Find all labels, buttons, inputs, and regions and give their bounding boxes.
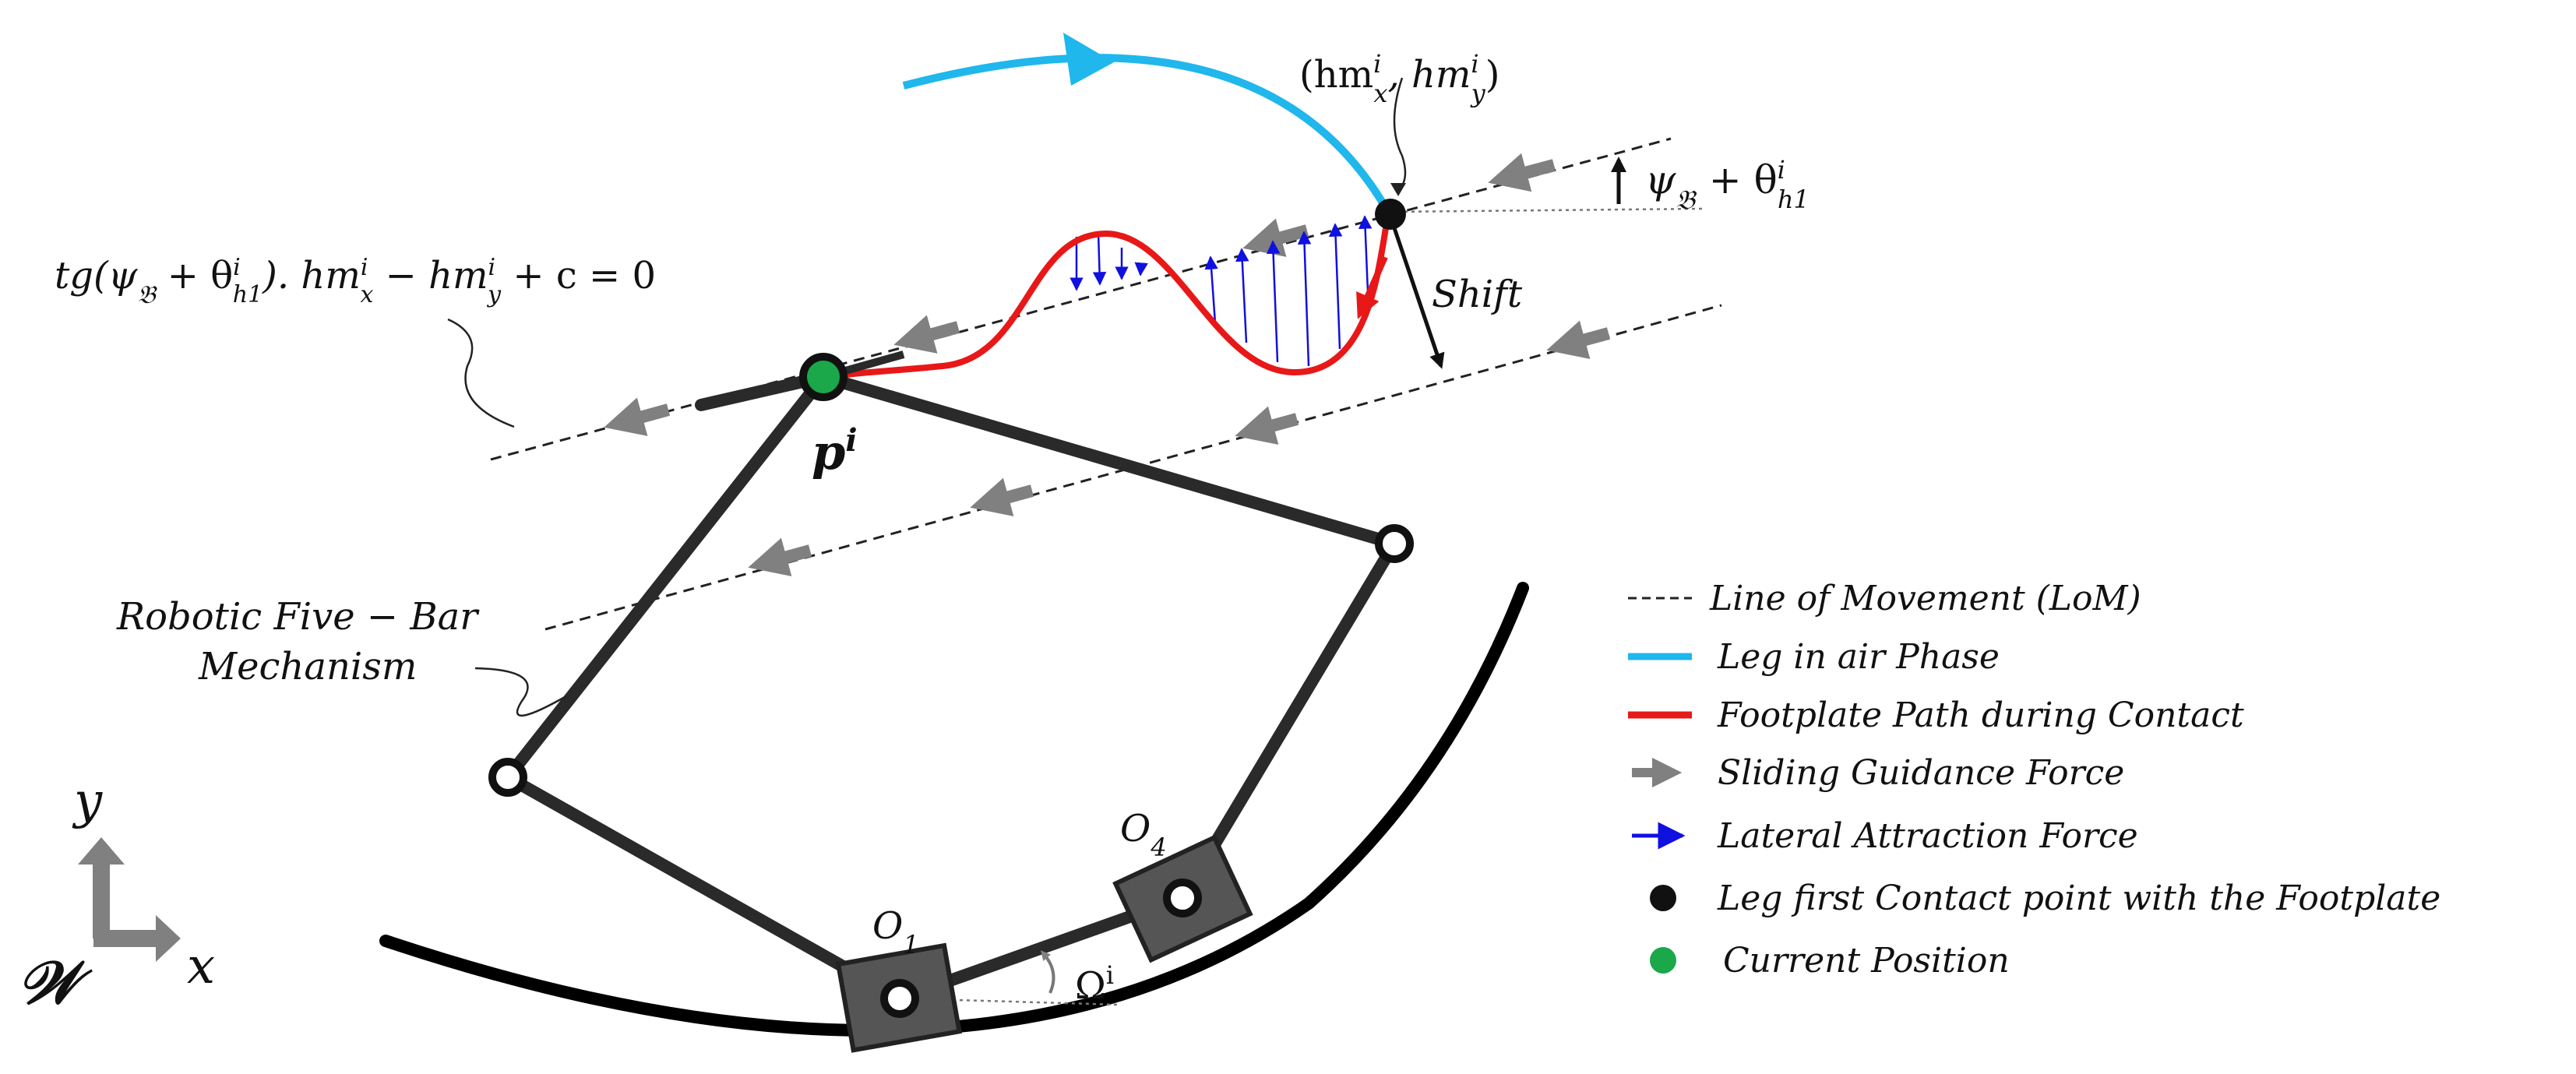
- omega-label: Ωi: [1075, 960, 1114, 1008]
- air-direction-arrowhead: [1063, 33, 1114, 86]
- legend-item-6: Current Position: [1723, 941, 2010, 981]
- legend-item-5: Leg first Contact point with the Footpla…: [1717, 879, 2440, 918]
- lateral-attraction-forces: [1070, 215, 1373, 367]
- mechanism-label-line1: Robotic Five − Bar: [116, 595, 480, 639]
- legend-symbol-green-dot: [1650, 947, 1676, 974]
- first-contact-point-dot: [1375, 199, 1406, 230]
- current-position-dot: [799, 353, 848, 401]
- line-of-movement-upper: [490, 137, 1672, 461]
- legend-item-4: Lateral Attraction Force: [1717, 816, 2138, 856]
- omega-angle-arrow: [1040, 950, 1055, 994]
- footplate-contact-path: [816, 213, 1391, 387]
- hm-leader-line: [1393, 77, 1407, 192]
- sliding-guidance-forces-lower: [748, 320, 1611, 576]
- ground-arc: [379, 582, 1529, 1037]
- legend: Line of Movement (LoM) Leg in air Phase …: [1628, 579, 2440, 981]
- mechanism-label-line2: Mechanism: [198, 645, 417, 688]
- world-frame-axes: [78, 837, 181, 962]
- current-position-label: pi: [812, 422, 858, 481]
- angle-reference-line: [1390, 207, 1703, 213]
- legend-item-0: Line of Movement (LoM): [1709, 579, 2141, 618]
- revolute-joints: [488, 524, 1414, 1018]
- legend-item-2: Footplate Path during Contact: [1717, 695, 2244, 735]
- legend-item-3: Sliding Guidance Force: [1718, 753, 2124, 793]
- joint-o4-label: O4: [1120, 807, 1167, 862]
- world-frame-label: 𝒲: [17, 948, 93, 1017]
- axis-y-label: y: [72, 773, 103, 830]
- joint-o1-label: O1: [872, 904, 919, 960]
- legend-symbol-black-dot: [1650, 885, 1676, 911]
- legend-item-1: Leg in air Phase: [1717, 637, 2000, 677]
- mechanism-leader-line: [474, 667, 566, 717]
- five-bar-links: [502, 371, 1401, 1005]
- shift-label: Shift: [1432, 273, 1523, 316]
- hm-leader-head: [1390, 183, 1406, 196]
- contact-direction-arrow: [1356, 255, 1388, 319]
- leg-in-air-path: [902, 54, 1392, 214]
- axis-x-label: x: [187, 938, 215, 995]
- equation-leader-line: [447, 318, 515, 428]
- shift-arrow: [1388, 216, 1445, 369]
- sliding-guidance-forces-upper: [604, 153, 1556, 436]
